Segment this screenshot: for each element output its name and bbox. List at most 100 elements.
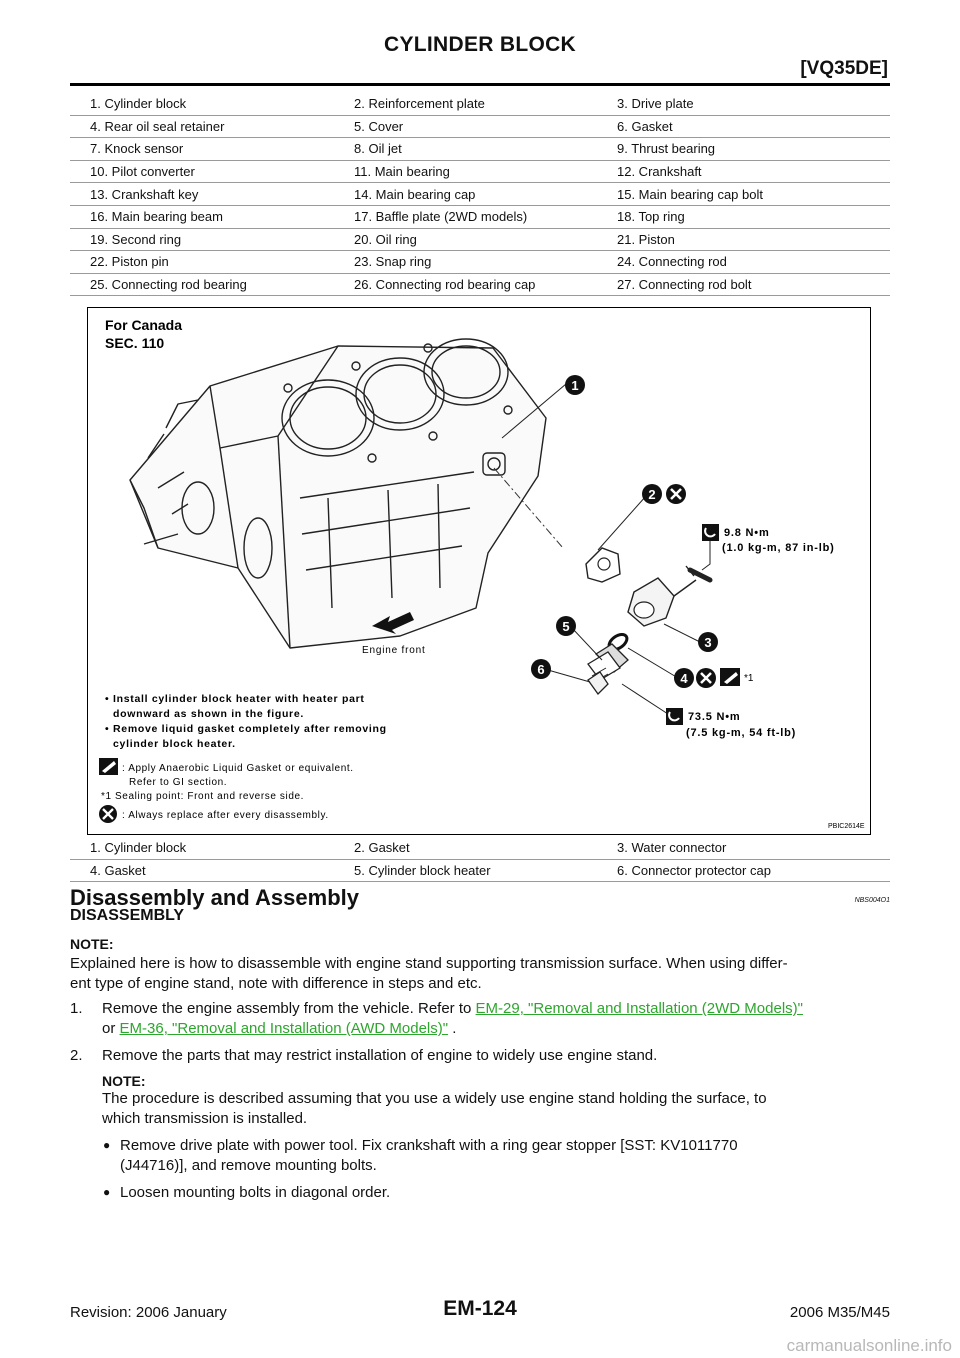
table-cell: 11. Main bearing (334, 160, 597, 184)
key-sealing-point: *1 Sealing point: Front and reverse side… (101, 791, 304, 802)
figure-heading-section: SEC. 110 (105, 335, 164, 351)
torque-wrench-icon (666, 708, 683, 725)
svg-text:4: 4 (680, 671, 688, 686)
figure-heading-region: For Canada (105, 317, 182, 333)
step-1-end: . (448, 1020, 457, 1037)
callout-3: 3 (698, 632, 718, 652)
table-cell: 26. Connecting rod bearing cap (334, 273, 597, 297)
table-cell: 27. Connecting rod bolt (597, 273, 890, 297)
instruction-line: • Remove liquid gasket completely after … (105, 723, 387, 735)
link-removal-awd[interactable]: EM-36, "Removal and Installation (AWD Mo… (119, 1020, 449, 1037)
instruction-line: downward as shown in the figure. (113, 708, 304, 720)
table-cell: 7. Knock sensor (70, 137, 334, 161)
replace-always-icon (99, 805, 117, 823)
bolt-part (685, 565, 713, 583)
callout-4: 4 (674, 668, 694, 688)
table-cell: 20. Oil ring (334, 228, 597, 252)
table-cell: 23. Snap ring (334, 250, 597, 274)
callout-6: 6 (531, 659, 551, 679)
footer-model: 2006 M35/M45 (789, 1304, 890, 1321)
engine-front-arrow-icon (372, 612, 414, 634)
bullet-text: Remove drive plate with power tool. Fix … (120, 1137, 738, 1154)
table-cell: 15. Main bearing cap bolt (597, 182, 890, 206)
section-title: Disassembly and Assembly (70, 885, 359, 910)
table-cell: 3. Water connector (597, 837, 890, 860)
step-number: 1. (70, 1000, 83, 1017)
torque-leader-line (701, 541, 711, 571)
table-cell: 1. Cylinder block (70, 93, 334, 116)
table-cell: 16. Main bearing beam (70, 205, 334, 229)
liquid-gasket-icon (720, 668, 740, 686)
table-cell: 3. Drive plate (597, 93, 890, 116)
engine-model-label: [VQ35DE] (800, 58, 888, 79)
water-connector-part (627, 577, 697, 627)
table-cell: 2. Gasket (334, 837, 597, 860)
torque-wrench-icon (702, 524, 719, 541)
table-cell: 4. Rear oil seal retainer (70, 115, 334, 139)
footer-page-number: EM-124 (443, 1297, 517, 1320)
note-text: The procedure is described assuming that… (102, 1090, 767, 1107)
torque-spec-heater: 73.5 N•m (688, 711, 740, 723)
table-cell: 8. Oil jet (334, 137, 597, 161)
instruction-line: • Install cylinder block heater with hea… (105, 693, 365, 705)
step-1-text: Remove the engine assembly from the vehi… (102, 1000, 472, 1017)
link-removal-2wd[interactable]: EM-29, "Removal and Installation (2WD Mo… (475, 1000, 803, 1017)
svg-text:1: 1 (571, 378, 578, 393)
sealing-point-note-marker: *1 (744, 673, 754, 684)
table-cell: 6. Connector protector cap (597, 859, 890, 883)
callout-2: 2 (642, 484, 662, 504)
table-cell: 18. Top ring (597, 205, 890, 229)
key-liquid-gasket: : Apply Anaerobic Liquid Gasket or equiv… (122, 763, 354, 774)
torque-spec-bolt: 9.8 N•m (724, 527, 770, 539)
table-cell: 5. Cylinder block heater (334, 859, 597, 883)
table-cell: 5. Cover (334, 115, 597, 139)
note-text: which transmission is installed. (102, 1110, 308, 1127)
liquid-gasket-icon (99, 758, 118, 775)
note-text: Explained here is how to disassemble wit… (70, 955, 788, 972)
torque-spec-bolt-imperial: (1.0 kg-m, 87 in-lb) (722, 542, 835, 554)
cylinder-block-heater-part (587, 643, 629, 683)
callout-leaders (501, 383, 701, 715)
cylinder-block-drawing (129, 338, 547, 649)
table-cell: 4. Gasket (70, 859, 334, 883)
table-cell: 13. Crankshaft key (70, 182, 334, 206)
note-label: NOTE: (70, 936, 114, 952)
assembly-axis-line (493, 467, 564, 549)
page-title: CYLINDER BLOCK (383, 33, 577, 56)
footer-revision: Revision: 2006 January (70, 1304, 227, 1321)
bullet-icon: ● (103, 1138, 111, 1152)
replace-always-icon (666, 484, 686, 504)
section-code: NBS004O1 (854, 897, 890, 904)
table-cell: 17. Baffle plate (2WD models) (334, 205, 597, 229)
watermark: carmanualsonline.info (786, 1336, 952, 1355)
table-cell: 14. Main bearing cap (334, 182, 597, 206)
table-cell: 12. Crankshaft (597, 160, 890, 184)
torque-spec-heater-imperial: (7.5 kg-m, 54 ft-lb) (686, 727, 796, 739)
subsection-title: DISASSEMBLY (70, 907, 185, 924)
step-2-text: Remove the parts that may restrict insta… (102, 1047, 658, 1064)
replace-always-icon (696, 668, 716, 688)
step-text: or EM-36, "Removal and Installation (AWD… (102, 1019, 456, 1039)
table-cell: 19. Second ring (70, 228, 334, 252)
step-1-or: or (102, 1020, 116, 1037)
table-cell: 6. Gasket (597, 115, 890, 139)
callout-5: 5 (556, 616, 576, 636)
svg-text:5: 5 (562, 619, 569, 634)
callout-1: 1 (565, 375, 585, 395)
key-replace-always: : Always replace after every disassembly… (122, 810, 329, 821)
step-number: 2. (70, 1047, 83, 1064)
cylinder-block-heater-figure: For Canada SEC. 110 (87, 307, 871, 835)
